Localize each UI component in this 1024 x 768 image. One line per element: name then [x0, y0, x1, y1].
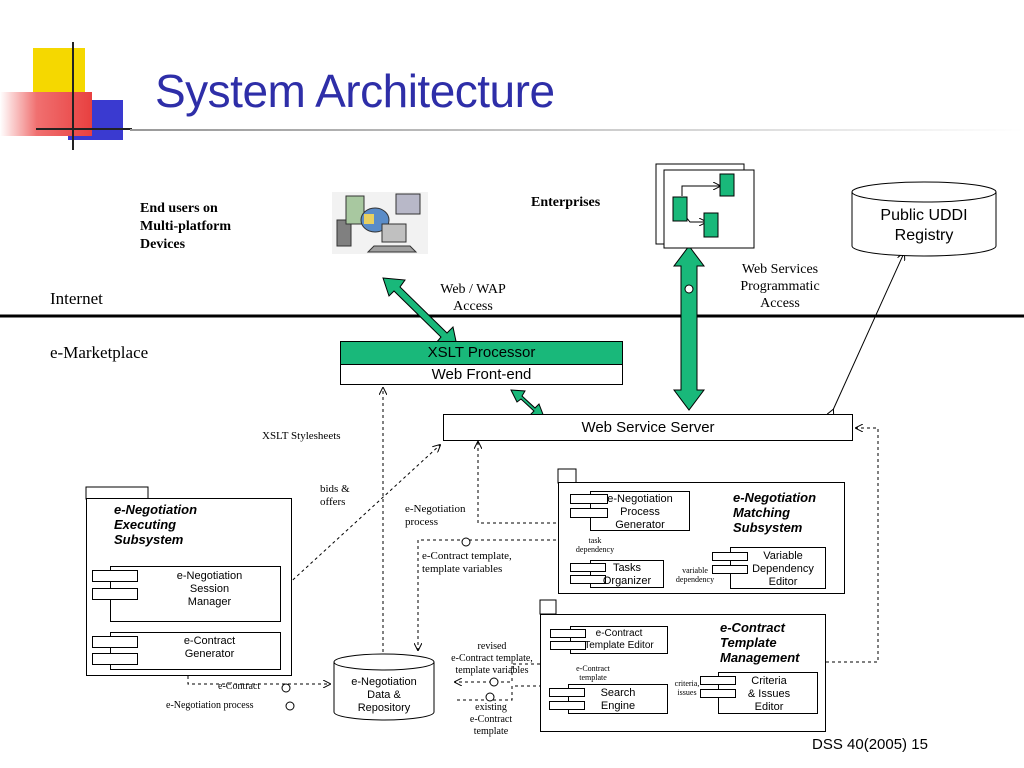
deco-yellow-square	[33, 48, 85, 100]
repository-cylinder	[333, 653, 435, 721]
component-port	[570, 508, 608, 518]
emarketplace-label: e-Marketplace	[50, 343, 149, 362]
internet-label: Internet	[50, 289, 103, 308]
component-port	[549, 688, 585, 697]
bids-offers-label: bids &offers	[320, 483, 350, 508]
component-port	[712, 552, 748, 561]
criteria-issues-label: criteria,issues	[674, 679, 700, 697]
component-port	[700, 689, 736, 698]
enterprise-icon	[655, 163, 755, 249]
component-port	[570, 575, 606, 584]
component-port	[700, 676, 736, 685]
enterprises-label: Enterprises	[531, 195, 601, 210]
deco-horizontal-line	[36, 128, 132, 130]
negotiation-process-bottom-label: e-Negotiation process	[166, 700, 254, 711]
component-port	[92, 636, 138, 648]
title-underline	[130, 129, 1024, 131]
component-port	[570, 494, 608, 504]
contract-template-vars-label: e-Contract template,template variables	[422, 550, 512, 575]
template-editor-component	[570, 626, 668, 654]
deco-vertical-line	[72, 42, 74, 150]
component-port	[92, 588, 138, 600]
devices-image	[332, 192, 428, 254]
slide-footer: DSS 40(2005) 15	[812, 736, 928, 753]
component-port	[92, 653, 138, 665]
component-port	[550, 629, 586, 638]
xslt-processor-box: XSLT Processor	[340, 341, 623, 365]
component-port	[92, 570, 138, 582]
frontend-server-arrow	[510, 389, 545, 418]
component-port	[550, 641, 586, 650]
page-title: System Architecture	[155, 65, 555, 117]
session-manager-component	[110, 566, 281, 622]
econtract-flow-label: e-Contract	[218, 681, 261, 692]
xslt-stylesheets-label: XSLT Stylesheets	[262, 430, 341, 442]
web-service-server-box: Web Service Server	[443, 414, 853, 441]
component-port	[570, 563, 606, 572]
component-port	[712, 565, 748, 574]
component-port	[549, 701, 585, 710]
uddi-cylinder	[851, 181, 997, 257]
web-front-end-box: Web Front-end	[340, 364, 623, 385]
enterprise-server-arrow	[673, 245, 705, 411]
contract-generator-component	[110, 632, 281, 670]
